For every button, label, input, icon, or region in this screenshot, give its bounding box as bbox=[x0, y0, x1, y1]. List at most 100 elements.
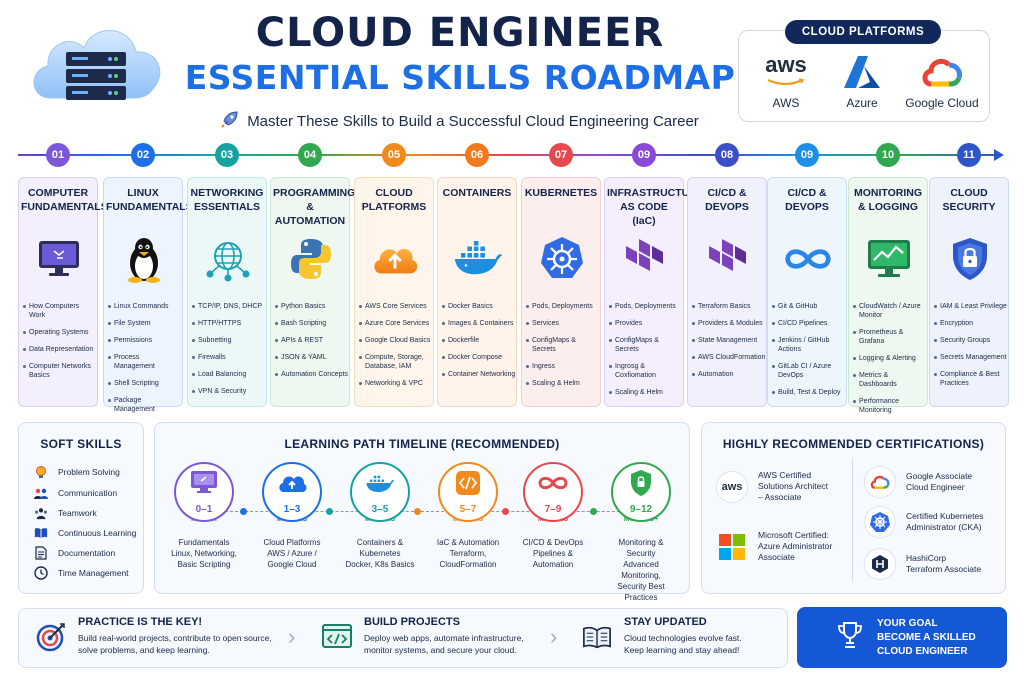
docker-icon bbox=[365, 472, 395, 499]
platform-name: Google Cloud bbox=[905, 96, 979, 110]
list-item: Automation Concepts bbox=[275, 370, 349, 379]
certifications-heading: HIGHLY RECOMMENDED CERTIFICATIONS) bbox=[722, 437, 985, 451]
terraform-logo-icon bbox=[703, 234, 753, 284]
list-item: Security Groups bbox=[934, 336, 1008, 345]
step-number-badge: 03 bbox=[215, 143, 239, 167]
list-item: Shell Scripting bbox=[108, 379, 182, 388]
list-item: Load Balancing bbox=[192, 370, 266, 379]
list-item: GitLab CI / Azure DevOps bbox=[772, 362, 846, 380]
docker-whale-icon bbox=[453, 234, 503, 284]
list-item: Azure Core Services bbox=[359, 319, 433, 328]
aws-logo-icon: aws bbox=[746, 52, 826, 92]
page-title: CLOUD ENGINEER bbox=[255, 10, 665, 56]
list-item: Secrets Management bbox=[934, 353, 1008, 362]
list-item: ConfigMaps & Secrets bbox=[609, 336, 683, 354]
lightbulb-icon bbox=[34, 465, 48, 479]
infinity-loop-icon bbox=[783, 234, 833, 284]
list-item: How Computers Work bbox=[23, 302, 97, 320]
list-item: CloudWatch / Azure Monitor bbox=[853, 302, 927, 320]
skill-card-title: KUBERNETES bbox=[524, 187, 598, 199]
footer-title: PRACTICE IS THE KEY! bbox=[78, 616, 203, 628]
shield-lock-icon bbox=[945, 234, 995, 284]
list-item: Linux Commands bbox=[108, 302, 182, 311]
footer-build: BUILD PROJECTS Deploy web apps, automate… bbox=[322, 616, 524, 656]
skill-card-title: PROGRAMMING & AUTOMATION bbox=[273, 187, 356, 227]
skill-card-title: CONTAINERS bbox=[442, 187, 512, 199]
list-item: Networking & VPC bbox=[359, 379, 433, 388]
list-item: Metrics & Dashboards bbox=[853, 371, 927, 389]
step-number-badge: 09 bbox=[632, 143, 656, 167]
soft-skill-item: Teamwork bbox=[34, 506, 97, 520]
list-item: Docker Compose bbox=[442, 353, 516, 362]
list-item: Services bbox=[526, 319, 600, 328]
chevron-right-icon: › bbox=[288, 624, 296, 649]
timeline-step-circle bbox=[611, 462, 671, 522]
footer-text: Cloud technologies evolve fast.Keep lear… bbox=[624, 633, 742, 655]
timeline-step-circle bbox=[523, 462, 583, 522]
list-item: Jenkins / GitHub Actions bbox=[772, 336, 846, 354]
list-item: File System bbox=[108, 319, 182, 328]
cloud-upload-icon bbox=[370, 234, 420, 284]
soft-skill-label: Time Management bbox=[58, 568, 129, 578]
timeline-range: 1–3 bbox=[283, 504, 301, 515]
learning-path-line bbox=[220, 511, 660, 512]
cert-divider bbox=[852, 458, 853, 582]
timeline-range: 3–5 bbox=[371, 504, 389, 515]
list-item: State Management bbox=[692, 336, 766, 345]
monitoring-chart-icon bbox=[864, 234, 914, 284]
list-item: JSON & YAML bbox=[275, 353, 349, 362]
monitor-icon bbox=[189, 469, 219, 502]
soft-skills-heading: SOFT SKILLS bbox=[40, 437, 122, 451]
soft-skill-item: Communication bbox=[34, 486, 117, 500]
skill-card-title: INFRASTRUCTURE AS CODE (IaC) bbox=[607, 187, 704, 227]
list-item: Images & Containers bbox=[442, 319, 516, 328]
list-item: CI/CD Pipelines bbox=[772, 319, 846, 328]
soft-skill-label: Continuous Learning bbox=[58, 528, 137, 538]
list-item: IAM & Least Privilege bbox=[934, 302, 1008, 311]
linux-penguin-icon bbox=[119, 234, 169, 284]
list-item: Encryption bbox=[934, 319, 1008, 328]
list-item: Permissions bbox=[108, 336, 182, 345]
soft-skill-item: Continuous Learning bbox=[34, 526, 136, 540]
list-item: Container Networking bbox=[442, 370, 516, 379]
footer-panel bbox=[18, 608, 788, 668]
soft-skill-label: Communication bbox=[58, 488, 118, 498]
book-icon bbox=[582, 622, 612, 652]
list-item: Python Basics bbox=[275, 302, 349, 311]
soft-skill-item: Documentation bbox=[34, 546, 115, 560]
platform-azure: Azure bbox=[822, 52, 902, 110]
list-item: Firewalls bbox=[192, 353, 266, 362]
cloud-platforms-panel bbox=[738, 30, 990, 122]
list-item: Logging & Alerting bbox=[853, 354, 927, 363]
step-number-badge: 07 bbox=[549, 143, 573, 167]
list-item: Bash Scripting bbox=[275, 319, 349, 328]
list-item: HTTP/HTTPS bbox=[192, 319, 266, 328]
list-item: Provides bbox=[609, 319, 683, 328]
people-chat-icon bbox=[34, 486, 48, 500]
list-item: Prometheus & Grafana bbox=[853, 328, 927, 346]
timeline-connector-dot bbox=[414, 508, 421, 515]
timeline-range: 9–12 bbox=[629, 504, 653, 515]
list-item: Git & GitHub bbox=[772, 302, 846, 311]
step-number-badge: 02 bbox=[131, 143, 155, 167]
rocket-icon bbox=[221, 110, 239, 132]
open-book-icon bbox=[34, 526, 48, 540]
timeline-step: 9–12MONTHS+Monitoring & SecurityAdvanced… bbox=[603, 462, 679, 603]
